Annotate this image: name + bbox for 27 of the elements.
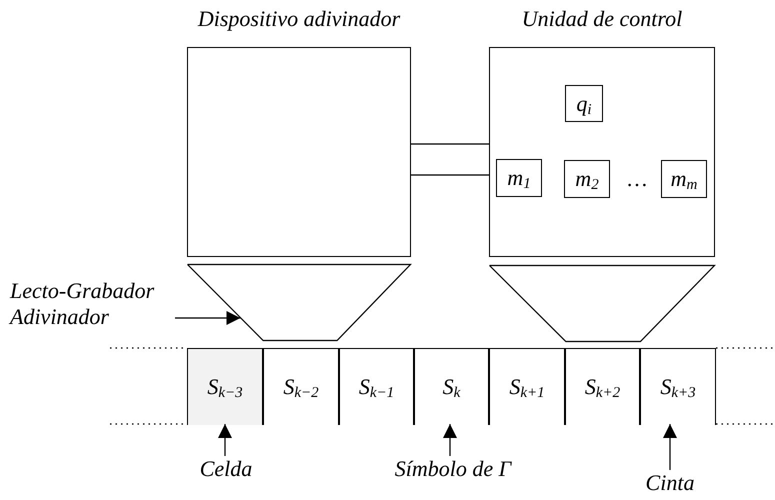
register-box: m$_{m}$ <box>661 160 707 198</box>
box-heading: Dispositivo adivinador <box>196 6 402 32</box>
arrow <box>175 311 240 325</box>
read-write-head <box>489 265 715 342</box>
register-box: m$_{1}$ <box>496 159 542 197</box>
arrow <box>218 424 232 456</box>
box-heading: Unidad de control <box>520 6 684 32</box>
connector-line <box>411 174 489 176</box>
ellipsis: … <box>626 166 648 192</box>
tape-cell: S$_{k−3}$ <box>187 349 263 425</box>
tape-cell: S$_{k+3}$ <box>640 349 716 425</box>
read-write-head <box>187 264 411 341</box>
callout-text: Celda <box>195 456 257 484</box>
tape-cell: S$_{k+2}$ <box>565 349 640 425</box>
callout-text: Cinta <box>639 470 701 498</box>
tape-cell: S$_{k−2}$ <box>263 349 339 425</box>
callout-text: Símbolo de Γ <box>383 456 523 484</box>
tape-cell: S$_{k+1}$ <box>489 349 565 425</box>
tape-cell: S$_{k−1}$ <box>339 349 414 425</box>
arrow <box>443 424 457 456</box>
callout-text: Lecto-Grabador Adivinador <box>10 278 175 334</box>
register-box: q$_{i}$ <box>565 85 603 122</box>
register-box: m$_{2}$ <box>564 160 610 198</box>
tape-cell: S$_{k}$ <box>414 349 489 425</box>
tape <box>187 348 716 424</box>
arrow <box>663 424 677 470</box>
connector-line <box>411 143 489 145</box>
